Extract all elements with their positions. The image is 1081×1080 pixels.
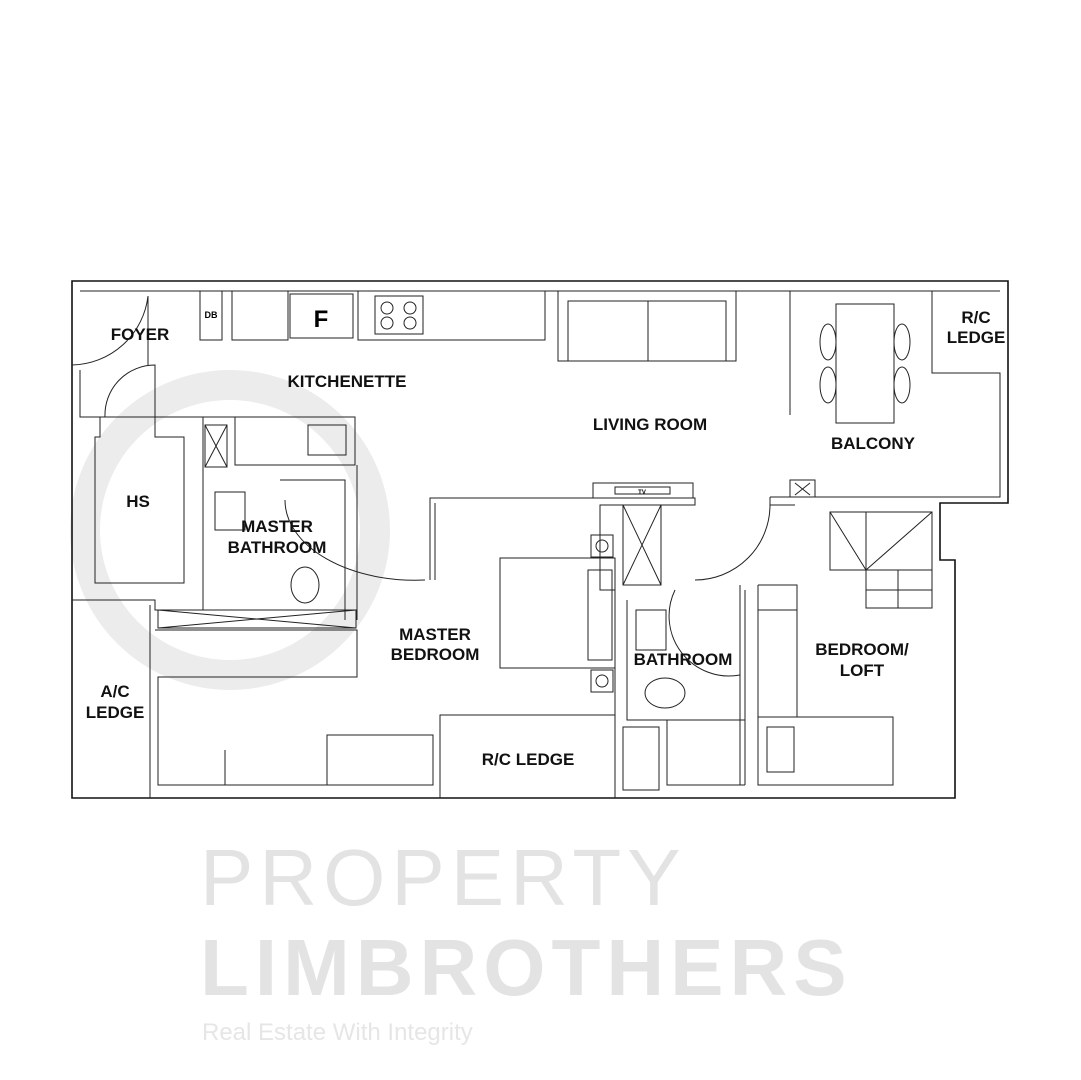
- master-bathroom-sink: [214, 491, 246, 531]
- label-bathroom: BATHROOM: [634, 650, 733, 669]
- label-master-bathroom-1: MASTER: [241, 517, 313, 536]
- bathroom-toilet: [644, 677, 686, 709]
- walls: [71, 280, 1009, 799]
- doors: [71, 295, 771, 677]
- watermark-tagline: Real Estate With Integrity: [202, 1019, 473, 1046]
- label-rc-ledge-top-2: LEDGE: [947, 328, 1006, 347]
- label-ac-ledge-2: LEDGE: [86, 703, 145, 722]
- label-bedroom-loft-1: BEDROOM/: [815, 640, 909, 659]
- label-bedroom-loft-2: LOFT: [840, 661, 885, 680]
- label-master-bedroom-2: BEDROOM: [391, 645, 480, 664]
- watermark: PROPERTY LIMBROTHERS Real Estate With In…: [70, 370, 853, 1046]
- db-label: DB: [205, 310, 218, 320]
- furniture: DB F: [94, 290, 933, 791]
- shelf: [157, 609, 357, 629]
- label-ac-ledge-1: A/C: [100, 682, 129, 701]
- label-rc-ledge-top-1: R/C: [961, 308, 990, 327]
- sofa: [557, 290, 737, 362]
- bedside-lamp-icon: [590, 534, 614, 693]
- label-rc-ledge-bottom: R/C LEDGE: [482, 750, 575, 769]
- master-toilet: [290, 566, 320, 604]
- loft-stairs: [829, 511, 933, 609]
- master-bed: [499, 557, 616, 669]
- bedroom-door[interactable]: [694, 504, 771, 581]
- watermark-line1: PROPERTY: [200, 833, 687, 922]
- tv: [614, 486, 671, 495]
- dining-table: [819, 303, 911, 424]
- label-master-bedroom-1: MASTER: [399, 625, 471, 644]
- entry-door[interactable]: [71, 295, 149, 366]
- label-hs: HS: [126, 492, 150, 511]
- stove-icon: [374, 295, 424, 335]
- label-balcony: BALCONY: [831, 434, 916, 453]
- loft-bed-pillow: [766, 726, 795, 773]
- hs-room-fill: [94, 416, 185, 584]
- bathroom-door[interactable]: [668, 589, 741, 677]
- fridge-label: F: [314, 306, 329, 333]
- tv-label: TV: [638, 490, 646, 496]
- fridge: [289, 293, 354, 339]
- bathroom-sink: [635, 609, 667, 651]
- balcony-shaft-box: [789, 479, 816, 498]
- tv-console: [592, 482, 694, 499]
- db-box: [199, 290, 223, 341]
- bathroom-cabinet: [622, 726, 660, 791]
- kitchen-cabinet: [231, 290, 289, 341]
- hs-door[interactable]: [104, 364, 156, 418]
- label-living-room: LIVING ROOM: [593, 415, 707, 434]
- master-bathroom-door[interactable]: [284, 499, 426, 581]
- kitchen-counter: [357, 290, 546, 341]
- room-labels: FOYER KITCHENETTE LIVING ROOM BALCONY R/…: [86, 308, 1006, 769]
- label-foyer: FOYER: [111, 325, 170, 344]
- label-kitchenette: KITCHENETTE: [288, 372, 407, 391]
- wardrobe-box: [622, 504, 662, 586]
- shaft-box: [204, 424, 228, 468]
- watermark-line2: LIMBROTHERS: [200, 923, 853, 1012]
- label-master-bathroom-2: BATHROOM: [228, 538, 327, 557]
- kitchen-sink: [307, 424, 347, 456]
- watermark-logo-icon: [70, 370, 390, 690]
